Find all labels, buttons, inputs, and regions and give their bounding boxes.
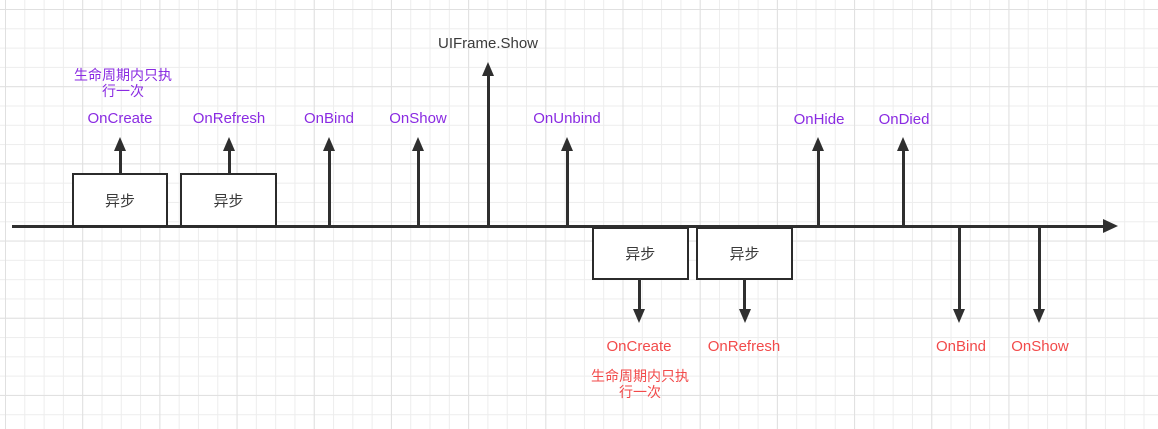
label-oncreate-bottom: OnCreate <box>606 338 672 355</box>
arrow-shaft <box>416 151 420 226</box>
arrow-shaft <box>227 151 231 174</box>
arrowhead-up-icon <box>114 137 126 151</box>
label-ondied-top: OnDied <box>878 111 930 128</box>
async-box-label: 异步 <box>625 246 656 263</box>
async-box-onrefresh-bottom: 异步 <box>696 227 793 280</box>
note-lifecycle-once-bottom: 生命周期内只执 行一次 <box>591 368 689 400</box>
async-box-onrefresh-top: 异步 <box>180 173 277 227</box>
arrow-shaft <box>743 279 746 309</box>
arrow-shaft <box>901 151 905 226</box>
arrowhead-up-icon <box>561 137 573 151</box>
label-onshow-top: OnShow <box>389 110 447 127</box>
label-oncreate-top: OnCreate <box>87 110 153 127</box>
uiframe-show-label: UIFrame.Show <box>437 35 539 52</box>
arrow-down-oncreate <box>633 279 646 323</box>
label-onshow-bottom: OnShow <box>1011 338 1069 355</box>
arrow-shaft <box>816 151 820 226</box>
async-box-oncreate-bottom: 异步 <box>592 227 689 280</box>
arrow-up-onunbind <box>561 137 574 226</box>
note-line: 行一次 <box>619 384 661 400</box>
arrowhead-down-icon <box>1033 309 1045 323</box>
label-onrefresh-top: OnRefresh <box>192 110 266 127</box>
arrow-up-oncreate <box>114 137 127 174</box>
timeline-axis <box>12 225 1104 228</box>
note-line: 行一次 <box>102 83 144 99</box>
note-line: 生命周期内只执 <box>591 368 689 384</box>
arrow-up-onrefresh <box>223 137 236 174</box>
arrow-shaft <box>327 151 331 226</box>
arrowhead-up-icon <box>323 137 335 151</box>
arrow-up-onshow <box>412 137 425 226</box>
arrow-down-onbind <box>953 227 966 323</box>
note-lifecycle-once-top: 生命周期内只执 行一次 <box>74 67 172 99</box>
async-box-label: 异步 <box>729 246 760 263</box>
arrow-shaft <box>1037 227 1041 309</box>
arrow-up-onbind <box>323 137 336 226</box>
arrow-shaft <box>118 151 122 174</box>
arrow-up-ondied <box>897 137 910 226</box>
timeline-arrowhead-icon <box>1103 219 1118 233</box>
label-onrefresh-bottom: OnRefresh <box>707 338 781 355</box>
arrowhead-up-icon <box>897 137 909 151</box>
arrow-down-onrefresh <box>738 279 751 323</box>
arrowhead-up-icon <box>223 137 235 151</box>
async-box-oncreate-top: 异步 <box>72 173 168 227</box>
arrowhead-down-icon <box>953 309 965 323</box>
arrow-shaft <box>957 227 961 309</box>
arrow-shaft <box>637 279 641 309</box>
note-line: 生命周期内只执 <box>74 67 172 83</box>
arrow-up-onhide <box>812 137 825 226</box>
label-onbind-bottom: OnBind <box>935 338 987 355</box>
arrowhead-down-icon <box>738 309 751 323</box>
arrow-shaft <box>565 151 569 226</box>
label-onhide-top: OnHide <box>793 111 845 128</box>
arrowhead-up-icon <box>412 137 424 151</box>
label-onbind-top: OnBind <box>303 110 355 127</box>
arrow-down-onshow <box>1033 227 1046 323</box>
arrowhead-up-icon <box>812 137 824 151</box>
arrow-shaft <box>486 76 490 226</box>
label-onunbind-top: OnUnbind <box>533 110 601 127</box>
arrowhead-up-icon <box>482 62 494 76</box>
async-box-label: 异步 <box>104 192 135 210</box>
async-box-label: 异步 <box>213 192 244 210</box>
arrow-up-uiframe-show <box>482 62 495 226</box>
arrowhead-down-icon <box>633 309 645 323</box>
